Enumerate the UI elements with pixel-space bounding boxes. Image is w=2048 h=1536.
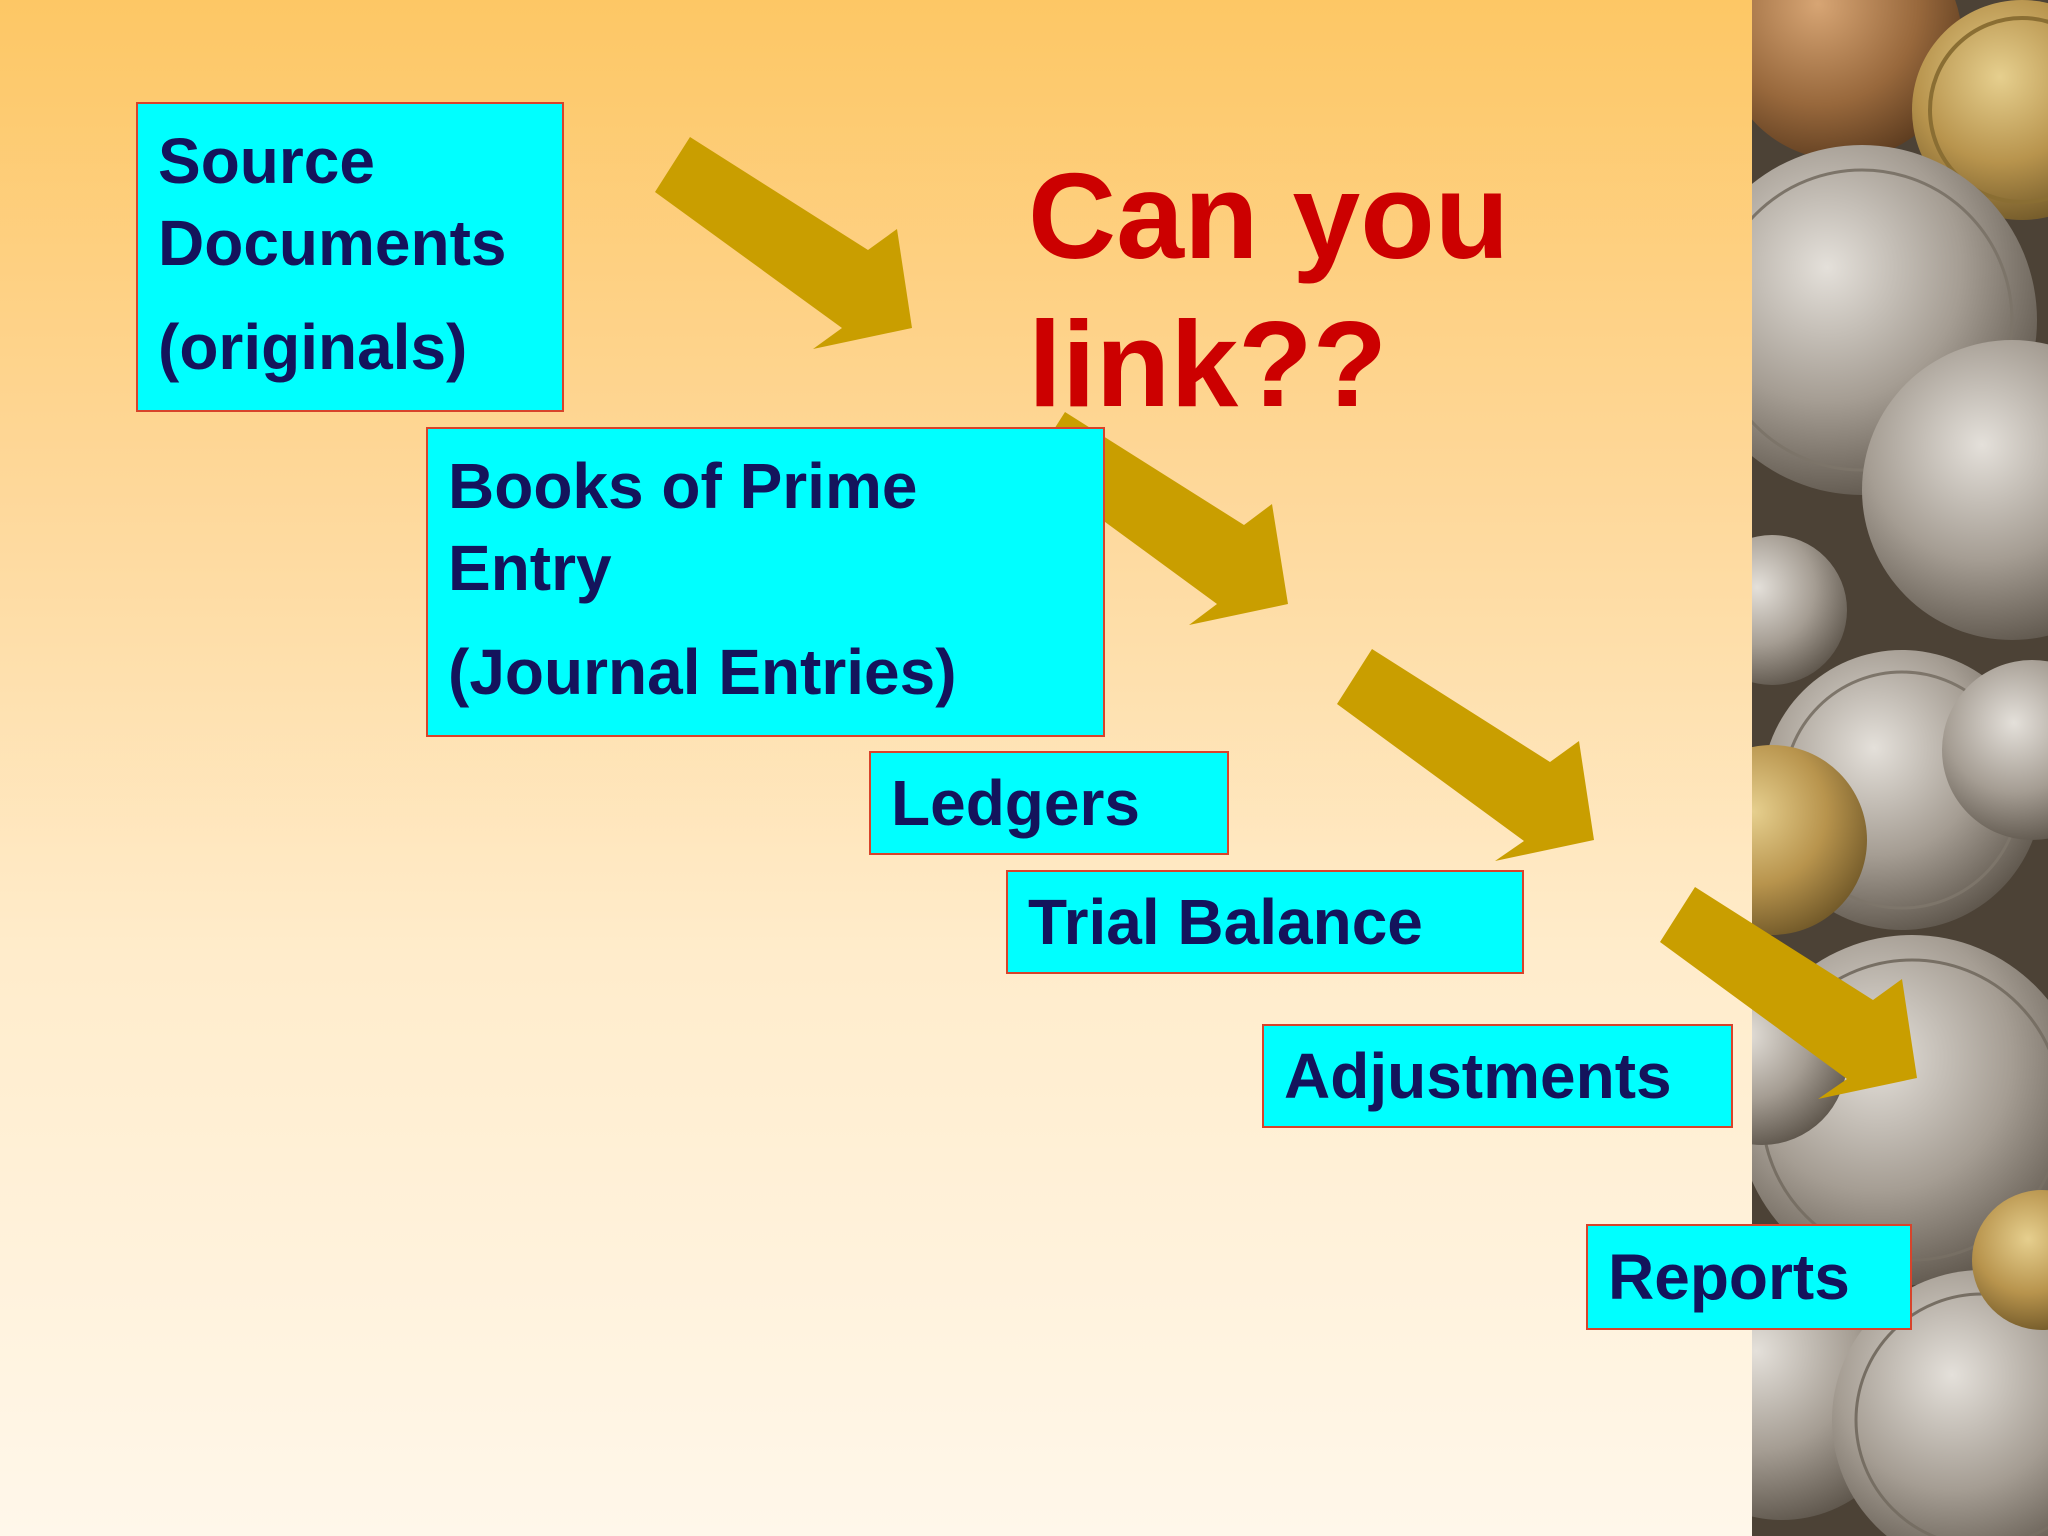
- step-source-documents: Source Documents (originals): [136, 102, 564, 412]
- step-source-documents-line-3: (originals): [158, 311, 468, 383]
- step-books-of-prime-entry: Books of Prime Entry (Journal Entries): [426, 427, 1105, 737]
- step-books-line-1: Books of Prime: [448, 450, 918, 522]
- step-books-line-3: (Journal Entries): [448, 636, 957, 708]
- step-ledgers: Ledgers: [869, 751, 1229, 855]
- step-books-line-2: Entry: [448, 532, 612, 604]
- title-line-1: Can you: [1028, 148, 1510, 284]
- arrow-4-icon: [1660, 887, 1917, 1099]
- title-line-2: link??: [1028, 296, 1388, 432]
- coins-image: [1752, 0, 2048, 1536]
- step-trial-balance-label: Trial Balance: [1028, 886, 1423, 958]
- step-source-documents-line-2: Documents: [158, 207, 507, 279]
- step-reports: Reports: [1586, 1224, 1912, 1330]
- arrow-3-icon: [1337, 649, 1594, 861]
- arrow-1-icon: [655, 137, 912, 349]
- slide-title: Can you link??: [1028, 142, 1509, 438]
- step-adjustments: Adjustments: [1262, 1024, 1733, 1128]
- coins-illustration: [1752, 0, 2048, 1536]
- step-ledgers-label: Ledgers: [891, 767, 1140, 839]
- step-trial-balance: Trial Balance: [1006, 870, 1524, 974]
- step-source-documents-line-1: Source: [158, 125, 375, 197]
- step-reports-label: Reports: [1608, 1241, 1850, 1313]
- step-adjustments-label: Adjustments: [1284, 1040, 1672, 1112]
